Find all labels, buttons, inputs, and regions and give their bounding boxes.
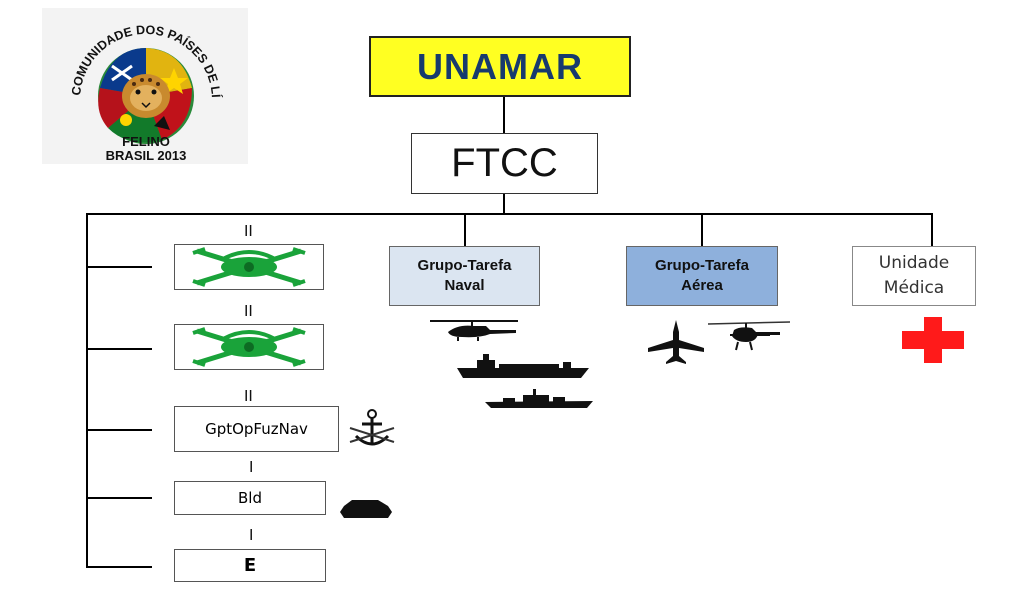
marine-emblem-icon (192, 327, 306, 367)
unit-box-e: E (174, 549, 326, 582)
unamar-box: UNAMAR (369, 36, 631, 97)
unit-emblem-box-1 (174, 244, 324, 290)
unit-box-gptopfuznav: GptOpFuzNav (174, 406, 339, 452)
anchor-emblem-icon (349, 409, 395, 446)
branch-1 (86, 266, 152, 268)
logo-felino: FELINO (122, 134, 170, 149)
unit-box-bld: Bld (174, 481, 326, 515)
logo-brasil-2013: BRASIL 2013 (106, 148, 187, 163)
ftcc-title: FTCC (451, 141, 558, 185)
left-spine (86, 213, 88, 567)
medica-line2: Médica (883, 278, 945, 298)
medica-line1: Unidade (878, 253, 950, 273)
rank-unit-4: I (249, 458, 254, 476)
helicopter-icon (430, 320, 518, 341)
grupo-tarefa-naval-box: Grupo-Tarefa Naval (389, 246, 540, 306)
unidade-medica-box: Unidade Médica (852, 246, 976, 306)
naval-line2: Naval (444, 277, 485, 294)
felino-logo: COMUNIDADE DOS PAÍSES DE LÍNGUA PORTUGUE… (37, 0, 248, 164)
connector-unamar-ftcc (503, 97, 505, 134)
rank-unit-1: II (244, 222, 253, 240)
rank-unit-5: I (249, 526, 254, 544)
branch-2 (86, 348, 152, 350)
unamar-title: UNAMAR (417, 45, 583, 87)
frigate-icon (485, 389, 593, 408)
connector-aerea (701, 213, 703, 246)
ship-icon (457, 354, 589, 378)
ftcc-box: FTCC (411, 133, 598, 194)
connector-naval (464, 213, 466, 246)
aerea-line1: Grupo-Tarefa (655, 257, 749, 274)
branch-5 (86, 566, 152, 568)
rank-unit-3: II (244, 387, 253, 405)
connector-ftcc-bus (503, 194, 505, 214)
branch-3 (86, 429, 152, 431)
rank-unit-2: II (244, 302, 253, 320)
branch-4 (86, 497, 152, 499)
unit-label-gptopfuznav: GptOpFuzNav (205, 420, 308, 438)
logo-emblem: COMUNIDADE DOS PAÍSES DE LÍNGUA PORTUGUE… (37, 0, 224, 163)
attack-helicopter-icon (707, 321, 791, 351)
aerea-line2: Aérea (681, 277, 723, 294)
medical-cross-icon (902, 317, 964, 363)
marine-emblem-icon (192, 247, 306, 287)
fighter-jet-icon (648, 320, 704, 364)
unit-label-e: E (243, 555, 257, 576)
unit-emblem-box-2 (174, 324, 324, 370)
unit-label-bld: Bld (238, 489, 262, 507)
armored-vehicle-icon (340, 500, 392, 518)
horizontal-bus (86, 213, 933, 215)
grupo-tarefa-aerea-box: Grupo-Tarefa Aérea (626, 246, 778, 306)
naval-line1: Grupo-Tarefa (417, 257, 512, 274)
connector-medica (931, 213, 933, 246)
